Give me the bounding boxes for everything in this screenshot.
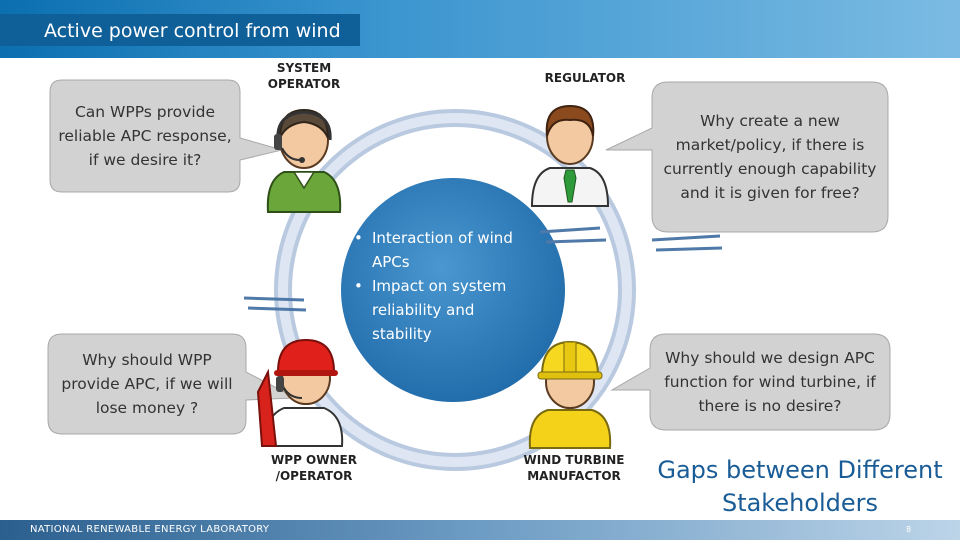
bullet-item: Impact on system reliability and stabili… bbox=[346, 274, 536, 346]
bubble-text: Why create a new market/policy, if there… bbox=[663, 112, 877, 202]
person-headset-green-icon bbox=[266, 108, 342, 213]
bubble-text: Why should WPP provide APC, if we will l… bbox=[61, 351, 233, 417]
role-label-regulator: REGULATOR bbox=[544, 71, 626, 85]
role-label-manufacturer: WIND TURBINE MANUFACTOR bbox=[523, 453, 625, 483]
bubble-system-operator: Can WPPs provide reliable APC response, … bbox=[58, 84, 232, 188]
person-red-helmet-headset-icon bbox=[256, 338, 344, 447]
page-title: Active power control from wind bbox=[44, 20, 341, 42]
bubble-regulator: Why create a new market/policy, if there… bbox=[662, 90, 878, 224]
speech-bubble-shapes bbox=[47, 79, 891, 435]
page-number: 8 bbox=[906, 525, 912, 534]
footer-bar bbox=[0, 520, 960, 540]
stakeholder-ring-highlight bbox=[278, 113, 632, 467]
center-circle-text: Interaction of wind APCs Impact on syste… bbox=[346, 226, 536, 346]
person-yellow-hardhat-icon bbox=[528, 340, 612, 449]
title-strip bbox=[0, 14, 360, 46]
manufacturer-figure bbox=[528, 340, 612, 449]
wpp-owner-figure bbox=[256, 338, 344, 447]
bullet-item: Interaction of wind APCs bbox=[346, 226, 536, 274]
bubble-manufacturer: Why should we design APC function for wi… bbox=[656, 338, 884, 426]
system-operator-figure bbox=[266, 108, 342, 213]
footer-org-name: NATIONAL RENEWABLE ENERGY LABORATORY bbox=[30, 524, 270, 535]
regulator-figure bbox=[530, 104, 610, 207]
slide-caption: Gaps between Different Stakeholders bbox=[657, 456, 943, 517]
bubble-wpp-owner: Why should WPP provide APC, if we will l… bbox=[58, 338, 236, 430]
bubble-text: Why should we design APC function for wi… bbox=[664, 349, 876, 415]
role-label-system-operator: SYSTEM OPERATOR bbox=[267, 61, 341, 91]
role-label-wpp-owner: WPP OWNER /OPERATOR bbox=[271, 453, 357, 483]
person-tie-icon bbox=[530, 104, 610, 207]
bubble-text: Can WPPs provide reliable APC response, … bbox=[58, 103, 232, 169]
